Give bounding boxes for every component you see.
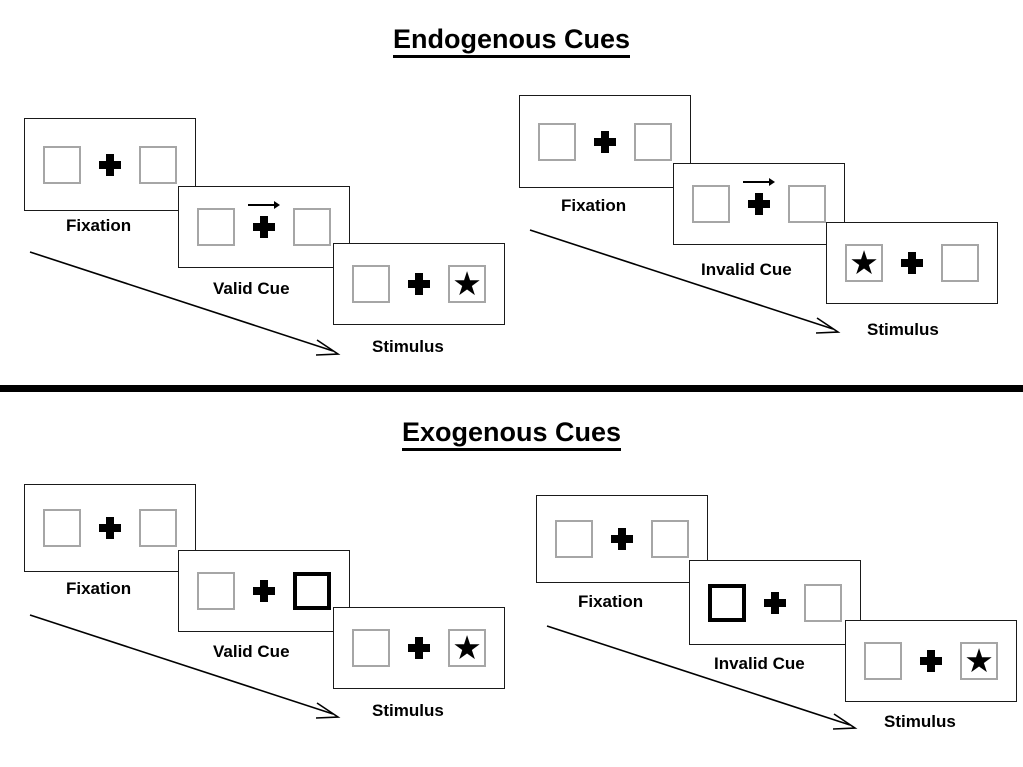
placeholder-box-right: ★	[139, 509, 177, 547]
frame-endogenous-valid-stimulus[interactable]: ★ ★	[333, 243, 505, 325]
star-icon: ★	[452, 264, 482, 302]
placeholder-box-right: ★	[960, 642, 998, 680]
caption-exogenous-valid-stimulus: Stimulus	[372, 701, 444, 720]
frame-content: ★ ★	[43, 509, 177, 547]
fixation-cross-icon	[248, 201, 280, 238]
frame-exogenous-invalid-fixation[interactable]: ★ ★	[536, 495, 708, 583]
placeholder-box-left: ★	[864, 642, 902, 680]
placeholder-box-left-cued: ★	[708, 583, 746, 622]
fixation-cross-icon	[99, 517, 121, 539]
placeholder-box-right: ★	[788, 185, 826, 223]
placeholder-box-left: ★	[197, 208, 235, 246]
star-icon: ★	[452, 628, 482, 666]
star-icon: ★	[964, 641, 994, 679]
placeholder-box-left: ★	[845, 244, 883, 282]
caption-endogenous-valid-fixation: Fixation	[66, 216, 132, 235]
caption-endogenous-invalid-fixation: Fixation	[561, 196, 627, 215]
frame-content: ★ ★	[708, 583, 842, 622]
cue-arrow-right-icon	[743, 178, 775, 186]
placeholder-box-right: ★	[448, 629, 486, 667]
fixation-cross-icon	[611, 528, 633, 550]
caption-endogenous-valid-stimulus: Stimulus	[372, 337, 444, 356]
frame-content: ★ ★	[555, 520, 689, 558]
section-divider	[0, 385, 1023, 392]
frame-content: ★ ★	[538, 122, 672, 161]
fixation-cross-icon	[901, 252, 923, 274]
placeholder-box-left: ★	[555, 520, 593, 558]
frame-endogenous-valid-cue[interactable]: ★ ★	[178, 186, 350, 268]
frame-endogenous-invalid-cue[interactable]: ★ ★	[673, 163, 845, 245]
frame-exogenous-invalid-cue[interactable]: ★ ★	[689, 560, 861, 645]
frame-content: ★ ★	[43, 145, 177, 184]
frame-content: ★ ★	[692, 178, 826, 223]
placeholder-box-right: ★	[941, 244, 979, 282]
caption-exogenous-valid-cue: Valid Cue	[213, 642, 290, 661]
frame-exogenous-valid-fixation[interactable]: ★ ★	[24, 484, 196, 572]
frame-endogenous-invalid-stimulus[interactable]: ★ ★	[826, 222, 998, 304]
placeholder-box-right: ★	[448, 265, 486, 303]
frame-endogenous-valid-fixation[interactable]: ★ ★	[24, 118, 196, 211]
placeholder-box-right: ★	[139, 145, 177, 184]
placeholder-box-left: ★	[692, 185, 730, 223]
star-icon: ★	[849, 243, 879, 281]
fixation-cross-icon	[594, 130, 616, 153]
section-title-exogenous-text: Exogenous Cues	[401, 417, 622, 451]
fixation-cross-icon	[408, 637, 430, 659]
frame-content: ★ ★	[352, 265, 486, 303]
placeholder-box-left: ★	[43, 509, 81, 547]
placeholder-box-right: ★	[804, 583, 842, 622]
placeholder-box-left: ★	[352, 265, 390, 303]
fixation-cross-icon	[408, 273, 430, 295]
frame-exogenous-valid-cue[interactable]: ★ ★	[178, 550, 350, 632]
placeholder-box-left: ★	[538, 122, 576, 161]
caption-exogenous-invalid-stimulus: Stimulus	[884, 712, 956, 731]
placeholder-box-right: ★	[634, 122, 672, 161]
fixation-cross-icon	[920, 650, 942, 672]
placeholder-box-left: ★	[43, 145, 81, 184]
caption-endogenous-invalid-cue: Invalid Cue	[701, 260, 792, 279]
section-title-endogenous-text: Endogenous Cues	[392, 24, 630, 58]
placeholder-box-right: ★	[651, 520, 689, 558]
frame-content: ★ ★	[864, 642, 998, 680]
caption-exogenous-valid-fixation: Fixation	[66, 579, 132, 598]
frame-content: ★ ★	[845, 244, 979, 282]
caption-exogenous-invalid-cue: Invalid Cue	[714, 654, 805, 673]
section-title-exogenous: Exogenous Cues	[0, 417, 1023, 451]
frame-content: ★ ★	[197, 201, 331, 246]
frame-exogenous-invalid-stimulus[interactable]: ★ ★	[845, 620, 1017, 702]
fixation-cross-icon	[743, 178, 775, 215]
caption-endogenous-valid-cue: Valid Cue	[213, 279, 290, 298]
placeholder-box-right-cued: ★	[293, 572, 331, 610]
placeholder-box-left: ★	[197, 572, 235, 610]
frame-content: ★ ★	[352, 629, 486, 667]
section-title-endogenous: Endogenous Cues	[0, 24, 1023, 58]
frame-content: ★ ★	[197, 572, 331, 610]
placeholder-box-left: ★	[352, 629, 390, 667]
caption-endogenous-invalid-stimulus: Stimulus	[867, 320, 939, 339]
fixation-cross-icon	[253, 580, 275, 602]
frame-endogenous-invalid-fixation[interactable]: ★ ★	[519, 95, 691, 188]
frame-exogenous-valid-stimulus[interactable]: ★ ★	[333, 607, 505, 689]
fixation-cross-icon	[99, 153, 121, 176]
cue-arrow-right-icon	[248, 201, 280, 209]
placeholder-box-right: ★	[293, 208, 331, 246]
fixation-cross-icon	[764, 591, 786, 614]
caption-exogenous-invalid-fixation: Fixation	[578, 592, 644, 611]
